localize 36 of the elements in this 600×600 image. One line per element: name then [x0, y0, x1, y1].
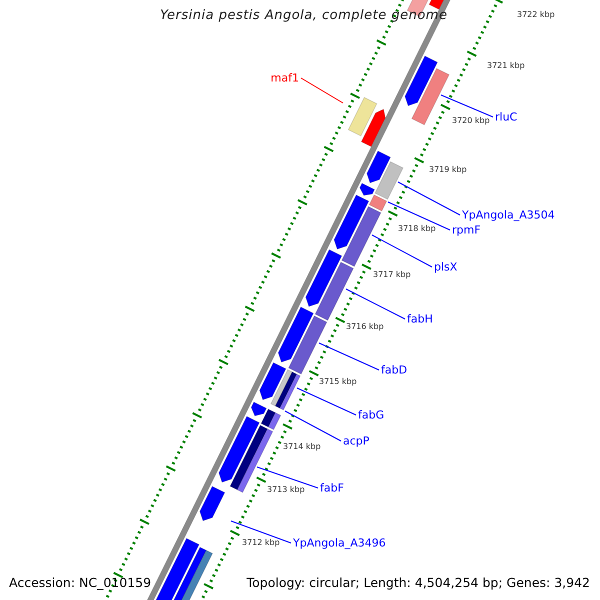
scale-label: 3712 kbp	[242, 539, 280, 547]
gene-label: YpAngola_A3496	[293, 538, 386, 548]
scale-label: 3718 kbp	[398, 225, 436, 233]
accession-text: Accession: NC_010159	[9, 576, 152, 589]
scale-label: 3721 kbp	[487, 62, 525, 70]
leader-line	[230, 520, 292, 544]
leader-line	[372, 234, 432, 268]
title: Yersinia pestis Angola, complete genome	[160, 9, 448, 22]
scale-label: 3716 kbp	[346, 323, 384, 331]
leader-line	[300, 78, 344, 104]
leader-line	[284, 410, 342, 442]
gene-label: rluC	[495, 112, 518, 122]
leader-line	[388, 202, 450, 230]
scale-label: 3720 kbp	[452, 117, 490, 125]
gene-label: fabH	[407, 314, 433, 324]
leader-line	[296, 388, 356, 416]
scale-label: 3715 kbp	[319, 378, 357, 386]
gene-label: acpP	[343, 436, 370, 446]
leader-line	[398, 182, 460, 216]
gene-label: rpmF	[452, 224, 481, 236]
leader-line	[256, 466, 318, 488]
gene-label: maf1	[270, 72, 299, 84]
scale-label: 3717 kbp	[373, 271, 411, 279]
gene-label: fabD	[381, 364, 408, 376]
gene-label: fabG	[358, 410, 384, 420]
scale-label: 3719 kbp	[429, 166, 467, 174]
leader-line	[440, 94, 494, 118]
scale-label: 3714 kbp	[283, 443, 321, 451]
scale-label: 3722 kbp	[517, 11, 555, 19]
gene-label: plsX	[434, 262, 458, 272]
leader-line	[346, 288, 406, 320]
scale-label: 3713 kbp	[267, 486, 305, 494]
gene-label: YpAngola_A3504	[462, 210, 555, 220]
gene-label: fabF	[320, 482, 344, 494]
genome-info-text: Topology: circular; Length: 4,504,254 bp; Genes: 3,942	[246, 576, 590, 589]
leader-line	[318, 342, 380, 370]
